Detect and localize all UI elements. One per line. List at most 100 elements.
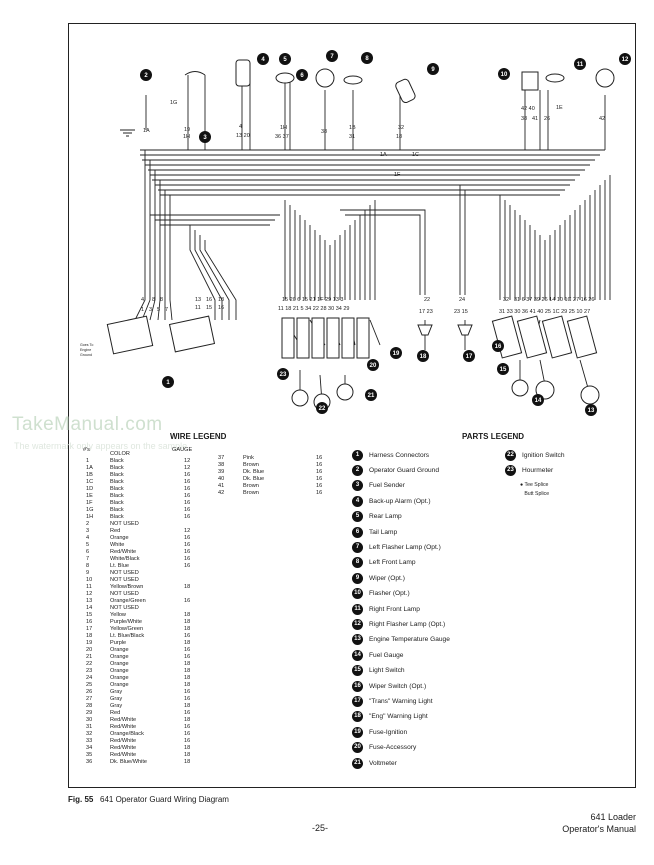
wire-no: 9 xyxy=(86,570,90,576)
svg-text:38: 38 xyxy=(321,129,327,135)
svg-text:21: 21 xyxy=(368,393,375,399)
wire-gauge: 16 xyxy=(184,556,191,562)
wire-no: 10 xyxy=(86,577,93,583)
callout-9: 9 xyxy=(427,63,439,75)
wire-gauge: 18 xyxy=(184,640,191,646)
splice-note-tee: ● Tee Splice xyxy=(520,482,549,488)
svg-text:7: 7 xyxy=(165,307,168,313)
wire-color: Black xyxy=(110,500,124,506)
part-name: Fuel Sender xyxy=(369,482,405,490)
wire-color: Yellow/Brown xyxy=(110,584,144,590)
callout-14: 14 xyxy=(532,394,544,406)
callout-6: 6 xyxy=(296,69,308,81)
svg-text:16: 16 xyxy=(495,344,502,350)
svg-text:Ground: Ground xyxy=(80,353,92,357)
svg-text:22: 22 xyxy=(424,297,430,303)
svg-text:4: 4 xyxy=(141,297,144,303)
wire-color: Red xyxy=(110,528,121,534)
part-name: Harness Connectors xyxy=(369,451,430,459)
wire-no: 13 xyxy=(86,598,93,604)
svg-text:31: 31 xyxy=(349,134,355,140)
wire-gauge: 16 xyxy=(184,514,191,520)
wire-gauge: 16 xyxy=(184,542,191,548)
svg-text:6: 6 xyxy=(300,73,304,79)
wire-gauge: 16 xyxy=(316,455,323,461)
wire-color: Red xyxy=(110,710,121,716)
wire-no: 35 xyxy=(86,752,93,758)
wire-color: Black xyxy=(110,479,124,485)
wire-gauge: 16 xyxy=(316,469,323,475)
wire-color: Orange xyxy=(110,535,129,541)
part-name: Light Switch xyxy=(369,667,405,675)
svg-text:11: 11 xyxy=(195,305,201,311)
col-header-no: #'s xyxy=(83,447,90,453)
part-name: "Eng" Warning Light xyxy=(369,713,428,721)
wire-color: Lt. Blue xyxy=(110,563,129,569)
part-number-badge: 13 xyxy=(352,634,363,646)
wire-no: 5 xyxy=(86,542,90,548)
svg-text:14: 14 xyxy=(535,398,542,404)
svg-text:15: 15 xyxy=(500,367,507,373)
svg-text:32: 32 xyxy=(398,125,404,131)
wire-no: 24 xyxy=(86,675,93,681)
svg-text:20: 20 xyxy=(370,363,377,369)
part-number-badge: 2 xyxy=(352,464,363,476)
wire-color: Gray xyxy=(110,689,123,695)
wire-color: Dk. Blue xyxy=(243,476,265,482)
part-number-badge: 12 xyxy=(352,618,363,630)
svg-text:8: 8 xyxy=(365,56,369,62)
wire-color: Orange xyxy=(110,654,129,660)
part-name: Right Front Lamp xyxy=(369,605,420,613)
wire-gauge: 16 xyxy=(184,500,191,506)
part-name: "Trans" Warning Light xyxy=(369,697,433,705)
wire-no: 41 xyxy=(218,483,225,489)
callout-11: 11 xyxy=(574,58,586,70)
book-title: 641 Loader Operator's Manual xyxy=(562,811,636,835)
wire-color: Brown xyxy=(243,490,259,496)
wire-no: 32 xyxy=(86,731,93,737)
wire-color: Purple xyxy=(110,640,127,646)
svg-text:4: 4 xyxy=(239,124,242,130)
wire-color: Pink xyxy=(243,455,254,461)
wire-no: 1D xyxy=(86,486,94,492)
wire-no: 1E xyxy=(86,493,93,499)
wire-gauge: 16 xyxy=(184,598,191,604)
wire-no: 21 xyxy=(86,654,93,660)
callout-4: 4 xyxy=(257,53,269,65)
part-number-badge: 23 xyxy=(505,464,516,476)
wire-no: 39 xyxy=(218,469,225,475)
svg-text:13: 13 xyxy=(195,297,201,303)
wire-gauge: 16 xyxy=(184,696,191,702)
svg-text:4: 4 xyxy=(261,57,265,63)
wire-color: Black xyxy=(110,486,124,492)
part-name: Fuel Gauge xyxy=(369,651,404,659)
part-name: Tail Lamp xyxy=(369,528,398,536)
wire-no: 8 xyxy=(86,563,90,569)
part-number-badge: 21 xyxy=(352,757,363,769)
wire-no: 27 xyxy=(86,696,93,702)
callout-18: 18 xyxy=(417,350,429,362)
part-name: Engine Temperature Gauge xyxy=(369,636,450,644)
wire-gauge: 16 xyxy=(184,472,191,478)
wire-no: 36 xyxy=(86,759,93,765)
wire-gauge: 16 xyxy=(184,710,191,716)
wire-color: Orange xyxy=(110,661,129,667)
wire-no: 1A xyxy=(86,465,93,471)
wire-color: Yellow/Green xyxy=(110,626,144,632)
wire-color: Lt. Blue/Black xyxy=(110,633,145,639)
svg-text:5: 5 xyxy=(283,57,287,63)
wire-no: 38 xyxy=(218,462,225,468)
wire-gauge: 12 xyxy=(184,458,191,464)
part-name: Fuse-Ignition xyxy=(369,728,408,736)
part-number-badge: 18 xyxy=(352,711,363,723)
callout-13: 13 xyxy=(585,404,597,416)
wire-no: 18 xyxy=(86,633,93,639)
